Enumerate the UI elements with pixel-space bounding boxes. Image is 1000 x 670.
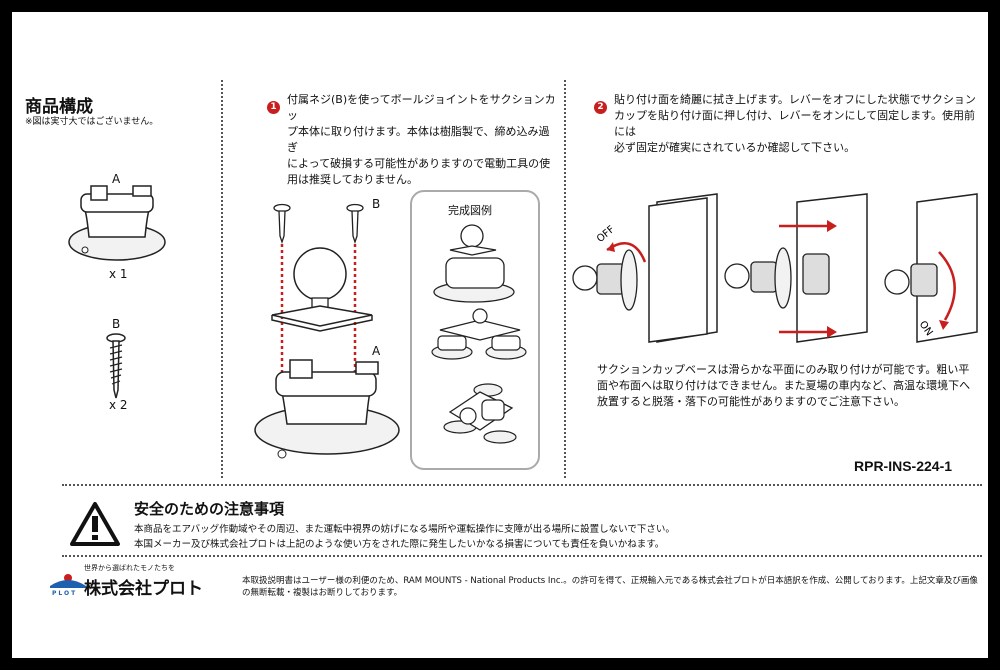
logo-mark-text: PLOT (52, 590, 78, 597)
contents-note: ※図は実寸大ではございません。 (25, 117, 159, 127)
company-name: 株式会社プロト (84, 579, 203, 599)
divider-2 (564, 80, 566, 478)
document-code: RPR-INS-224-1 (854, 458, 953, 474)
instruction-sheet: 商品構成 ※図は実寸大ではございません。 A x 1 B x 2 1 付属ネジ(… (12, 12, 988, 658)
screw-illustration (106, 333, 126, 399)
step2-text: 貼り付け面を綺麗に拭き上げます。レバーをオフにした状態でサクション カップを貼り… (614, 93, 976, 154)
part-a-qty: x 1 (109, 267, 128, 281)
complete-example-box (410, 190, 540, 470)
part-a-label: A (112, 172, 121, 186)
safety-title: 安全のための注意事項 (134, 500, 285, 518)
part-b-label: B (112, 317, 121, 331)
step1-label-b: B (372, 197, 381, 211)
step1-text: 付属ネジ(B)を使ってボールジョイントをサクションカッ プ本体に取り付けます。本… (287, 93, 556, 186)
company-logo-mark (50, 574, 86, 588)
divider-3 (62, 484, 982, 486)
step2-number: 2 (594, 94, 607, 114)
legal-notice: 本取扱説明書はユーザー様の利便のため、RAM MOUNTS - National… (242, 576, 978, 598)
caution-text: サクションカップベースは滑らかな平面にのみ取り付けが可能です。粗い平 面や布面へ… (597, 363, 971, 408)
contents-title: 商品構成 (25, 97, 93, 117)
step1-number: 1 (267, 94, 280, 114)
warning-icon (70, 502, 120, 546)
part-b-qty: x 2 (109, 398, 128, 412)
suction-cup-small-illustration (68, 185, 166, 261)
divider-1 (221, 80, 223, 478)
footer-tagline: 世界から選ばれたモノたちを (84, 564, 175, 572)
complete-example-illustrations (431, 224, 527, 444)
safety-text: 本商品をエアバッグ作動域やその周辺、また運転中視界の妨げになる場所や運転操作に支… (134, 524, 675, 550)
mounting-steps-illustration: OFF ON (572, 193, 978, 343)
divider-4 (62, 555, 982, 557)
assembly-illustration (254, 203, 400, 459)
off-label: OFF (595, 224, 617, 245)
complete-example-title: 完成図例 (448, 204, 492, 217)
step1-label-a: A (372, 344, 381, 358)
